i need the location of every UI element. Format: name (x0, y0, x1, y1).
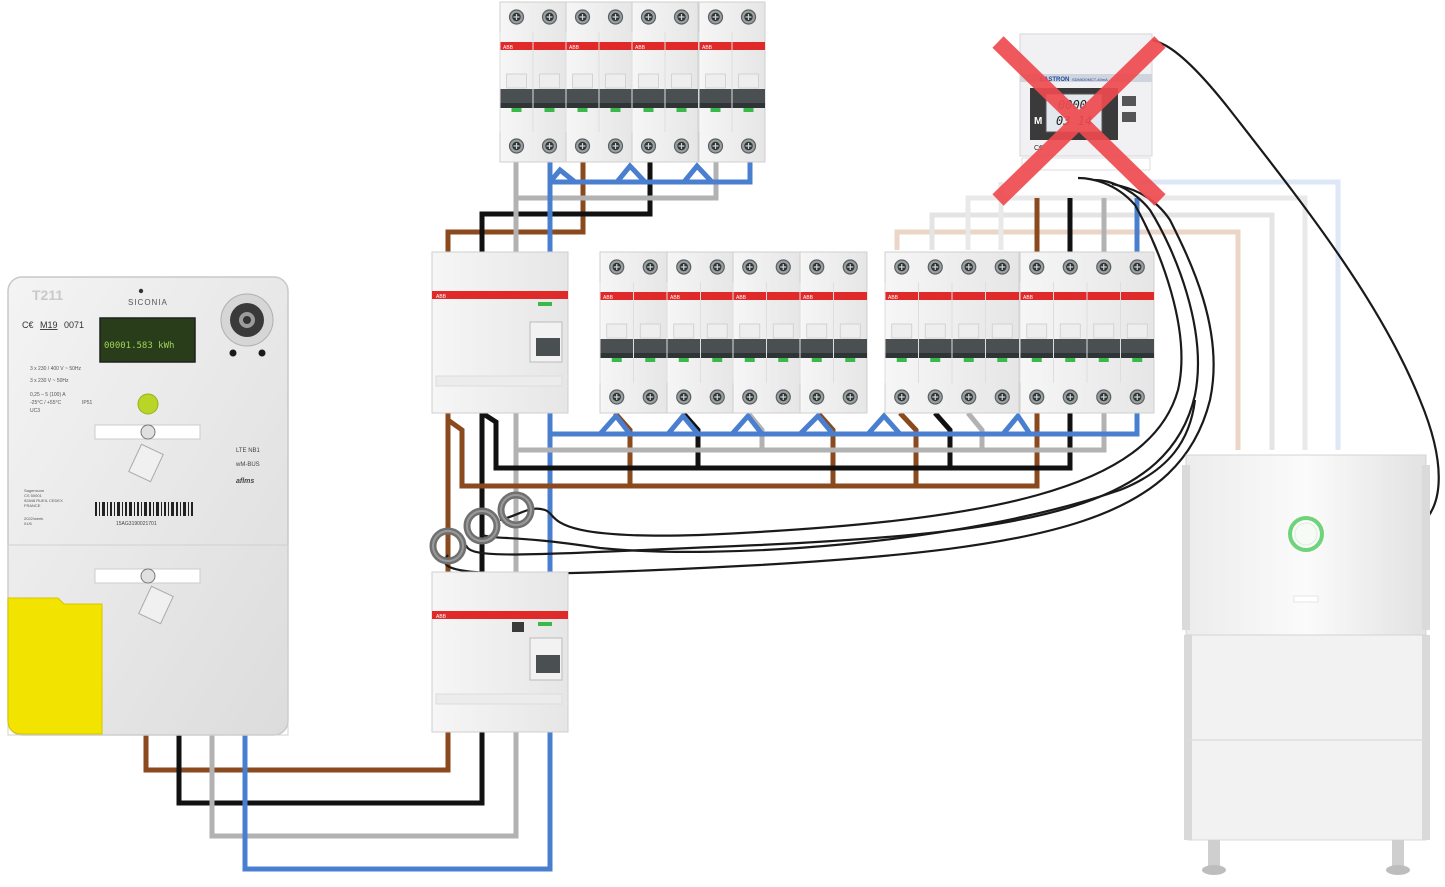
feed-wire-grey (209, 732, 519, 839)
breaker-modules: ABB ABB ABB ABB ABB ABB ABB ABB ABB ABB (499, 1, 1155, 414)
circuit-breaker-icon: ABB (884, 251, 1020, 414)
svg-text:ABB: ABB (603, 295, 614, 301)
brand-dot-icon (138, 288, 144, 294)
energy-meter-brand: EASTRON (1040, 77, 1069, 83)
svg-text:ABB: ABB (702, 45, 713, 51)
svg-text:ABB: ABB (635, 45, 646, 51)
x-mark-icon (992, 36, 1166, 206)
mid-feed-blue (547, 411, 1140, 437)
meter-comms-brand: aflms (236, 478, 254, 485)
meter-spec-temp: -25°C / +55°C (30, 400, 61, 406)
energy-meter-cert: C€ (1034, 145, 1043, 152)
seal-screw-icon (140, 568, 156, 584)
feed-wire-blue (242, 732, 553, 872)
meter-display-reading: 00001.583 kWh (104, 341, 174, 351)
top-feed-wires (445, 160, 753, 252)
top-feed-grey (513, 160, 719, 252)
meter-button-icon (258, 349, 266, 357)
rcd-lower: ABB (431, 571, 569, 733)
meter-spec-2: 3 x 230 V ~ 50Hz (30, 378, 69, 384)
meter-cert-number: 0071 (64, 320, 84, 330)
seal-tag (138, 585, 174, 625)
middle-feed-wires (445, 410, 1140, 489)
meter-model: T211 (32, 287, 63, 303)
meter-comms-2: wM-BUS (235, 462, 260, 468)
sense-wire-2 (464, 178, 1199, 556)
electricity-meter-icon (7, 597, 103, 735)
ct-clamp-icon (463, 507, 501, 545)
rs485-wire (1121, 37, 1440, 526)
seal-screw-icon (140, 424, 156, 440)
energy-meter: EASTRON SDM630MCT-40mA 0000 03 14 M C€ (992, 33, 1166, 206)
rcd-upper-brand: ABB (436, 294, 447, 300)
sense-wire-3 (499, 176, 1183, 537)
meter-cert-code: M19 (40, 320, 58, 330)
meter-comms-1: LTE NB1 (236, 448, 261, 454)
rcd-lower-brand: ABB (436, 614, 447, 620)
meter-spec-current: 0,25 – 5 (100) A (30, 392, 66, 398)
ct-clamp-icon (497, 491, 535, 529)
meter-button-icon (229, 349, 237, 357)
svg-text:ABB: ABB (503, 45, 514, 51)
ct-clamps (429, 491, 535, 565)
main-feed-wires (143, 732, 553, 872)
battery-storage-icon (1182, 454, 1430, 875)
circuit-breaker-icon: ABB (799, 251, 868, 414)
meter-cert-mark: C€ (22, 320, 34, 330)
energy-meter-model: SDM630MCT-40mA (1072, 77, 1108, 82)
svg-text:ABB: ABB (803, 295, 814, 301)
top-neutral-zigzags (548, 162, 714, 185)
feed-wire-brown (143, 732, 451, 773)
main-meter: T211 SICONIA C€ M19 0071 00001.583 kWh 3… (7, 276, 289, 736)
meter-spec-ip: IP51 (82, 400, 93, 406)
circuit-breaker-icon: ABB (599, 251, 668, 414)
circuit-breaker-icon: ABB (698, 1, 766, 163)
energy-meter-feed (1034, 198, 1140, 252)
circuit-breaker-icon: ABB (1019, 251, 1155, 414)
energy-meter-side-letter: M (1034, 116, 1042, 127)
circuit-breaker-icon: ABB (499, 1, 567, 163)
circuit-breaker-icon: ABB (666, 251, 735, 414)
meter-serial: 15AG3190021701 (116, 521, 157, 527)
svg-text:ABB: ABB (569, 45, 580, 51)
meter-display (99, 317, 196, 363)
svg-text:ABB: ABB (736, 295, 747, 301)
circuit-breaker-icon: ABB (631, 1, 699, 163)
svg-text:ABB: ABB (670, 295, 681, 301)
meter-status-led (137, 393, 159, 415)
seal-tag (128, 443, 164, 483)
faint-wire-blue (1140, 179, 1341, 450)
feed-wire-black (176, 732, 485, 806)
battery-status-ring (1288, 516, 1324, 552)
ct-clamp-icon (429, 527, 467, 565)
svg-text:ABB: ABB (1023, 295, 1034, 301)
circuit-breaker-icon: ABB (732, 251, 801, 414)
top-feed-black (479, 160, 653, 252)
svg-text:ABB: ABB (888, 295, 899, 301)
rcd-upper: ABB (431, 251, 569, 414)
circuit-breaker-icon: ABB (565, 1, 633, 163)
sense-wire-4 (481, 399, 1197, 553)
meter-brand: SICONIA (128, 298, 168, 307)
optical-port-icon (220, 293, 274, 347)
meter-spec-class: UC3 (30, 408, 40, 414)
meter-spec-1: 3 x 230 / 400 V ~ 50Hz (30, 366, 82, 372)
barcode (95, 502, 193, 516)
